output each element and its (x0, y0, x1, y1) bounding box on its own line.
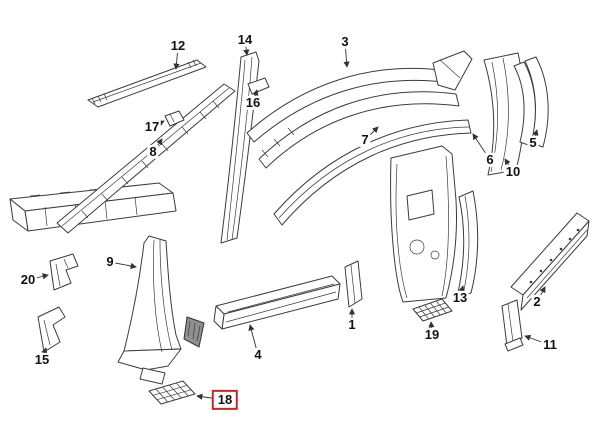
shape-a-pillar (220, 51, 270, 244)
part-callout-9[interactable]: 9 (104, 253, 116, 270)
part-callout-20[interactable]: 20 (18, 271, 38, 288)
part-callout-2[interactable]: 2 (531, 293, 543, 310)
shape-roof-frame (246, 67, 460, 169)
part-callout-1[interactable]: 1 (346, 316, 358, 333)
part-callout-17[interactable]: 17 (142, 118, 162, 135)
shape-rear-outer-strip (513, 56, 549, 148)
part-callout-19[interactable]: 19 (422, 326, 442, 343)
part-callout-3[interactable]: 3 (339, 33, 351, 50)
part-callout-6[interactable]: 6 (484, 151, 496, 168)
shape-quarter-strip (456, 190, 479, 298)
shape-support-bracket (344, 260, 363, 308)
shape-rear-sill (510, 212, 590, 311)
part-callout-15[interactable]: 15 (32, 351, 52, 368)
part-callout-14[interactable]: 14 (235, 31, 255, 48)
part-callout-8[interactable]: 8 (147, 143, 159, 160)
shape-lock-pillar-strip (501, 299, 524, 352)
shape-floor-bracket (37, 306, 66, 353)
part-callout-16[interactable]: 16 (243, 94, 263, 111)
shape-vent-grille-rear (412, 298, 453, 322)
part-callout-11[interactable]: 11 (541, 336, 559, 353)
shape-window-frame (273, 119, 472, 226)
shape-pillar-seal (183, 316, 205, 348)
shape-roof-strip (87, 59, 207, 108)
shape-side-rail (56, 83, 236, 234)
shape-rear-roof-corner (432, 50, 473, 91)
shape-b-pillar (117, 235, 182, 385)
part-callout-13[interactable]: 13 (450, 289, 470, 306)
part-callout-18[interactable]: 18 (211, 389, 239, 411)
shape-pillar-clip (164, 110, 185, 127)
part-callout-4[interactable]: 4 (252, 346, 264, 363)
shape-door-sill (213, 275, 341, 330)
shape-vent-grille-front (148, 380, 196, 405)
shape-quarter-panel-inner (390, 145, 457, 303)
part-callout-7[interactable]: 7 (359, 131, 371, 148)
part-callout-5[interactable]: 5 (527, 134, 539, 151)
part-callout-12[interactable]: 12 (168, 37, 188, 54)
part-callout-10[interactable]: 10 (503, 163, 523, 180)
shape-jack-bracket (49, 253, 79, 291)
